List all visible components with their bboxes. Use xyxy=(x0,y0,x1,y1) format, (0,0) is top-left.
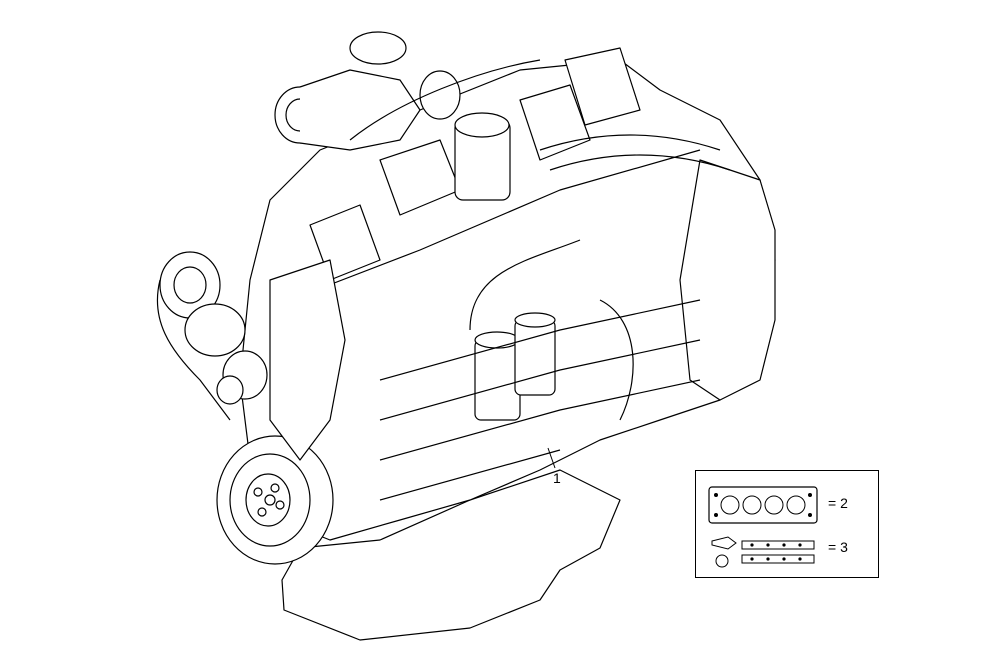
head-gasket-icon xyxy=(708,486,818,524)
cylinder-head xyxy=(289,47,701,301)
flywheel-housing xyxy=(679,159,776,401)
crankshaft-pulley xyxy=(216,435,334,565)
callout-leader xyxy=(547,447,556,469)
turbocharger xyxy=(274,31,461,151)
block-ribs xyxy=(379,299,701,501)
front-cover xyxy=(269,259,346,461)
belt-drive xyxy=(156,251,268,421)
kit-label-2: = 2 xyxy=(828,495,848,511)
gasket-set-icon xyxy=(711,536,815,568)
fuel-lines xyxy=(349,59,731,421)
gasket-kit-legend: = 2 = 3 xyxy=(695,470,879,578)
kit-label-3: = 3 xyxy=(828,539,848,555)
part-callout-1: 1 xyxy=(553,470,561,486)
